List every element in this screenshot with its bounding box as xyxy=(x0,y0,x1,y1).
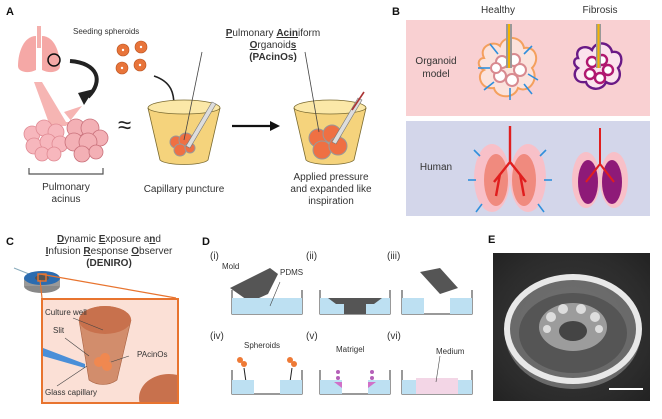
acinus-illustration xyxy=(23,82,109,163)
device-photo xyxy=(493,253,650,401)
title-text: d xyxy=(155,234,161,245)
title-letter: O xyxy=(131,246,140,257)
expanded-label-line2: and expanded like xyxy=(290,184,372,195)
step-iii-label: (iii) xyxy=(387,251,401,262)
title-text: ynamic xyxy=(64,234,99,245)
title-text: esponse xyxy=(90,246,132,257)
panel-c-letter: C xyxy=(6,236,14,248)
lungs-icon xyxy=(18,26,61,73)
title-text: ulmonary xyxy=(232,28,277,39)
pacinos-title-line3: (PAcinOs) xyxy=(249,52,297,63)
culture-well-illustration xyxy=(43,306,177,402)
culture-cup-expanded xyxy=(293,91,367,165)
pdms-label: PDMS xyxy=(280,268,304,277)
title-letter: E xyxy=(98,234,106,245)
culture-well-label: Culture well xyxy=(45,308,87,317)
organoid-row-label-2: model xyxy=(422,69,450,80)
col-healthy-label: Healthy xyxy=(481,5,515,16)
human-row-label: Human xyxy=(419,162,453,173)
deniro-inset: Culture well Slit PAcinOs Glass capillar… xyxy=(41,298,179,404)
deniro-device-icon xyxy=(13,267,60,293)
zoom-lines xyxy=(39,273,177,299)
mold-label: Mold xyxy=(222,262,240,271)
deniro-title-line1: Dynamic Exposure and xyxy=(24,234,194,246)
step-vi-label: (vi) xyxy=(387,331,401,342)
acinus-bracket xyxy=(28,168,104,175)
deniro-title-line2: Infusion Response Observer xyxy=(24,246,194,258)
title-letter: n xyxy=(149,234,156,245)
title-letter-o: O xyxy=(249,40,258,51)
pacinos-title-line1: Pulmonary Aciniform xyxy=(198,28,348,40)
title-text: xposure a xyxy=(105,234,150,245)
expanded-label-line1: Applied pressure xyxy=(293,172,369,183)
title-letter: I xyxy=(45,246,49,257)
title-text: iform xyxy=(298,28,321,39)
step-ii-label: (ii) xyxy=(306,251,318,262)
title-letter-p: P xyxy=(225,28,233,39)
title-letter: R xyxy=(83,246,91,257)
step-i-diagram xyxy=(230,268,303,315)
step-iii-diagram xyxy=(401,268,473,315)
healthy-human-lungs xyxy=(468,126,552,213)
step-v-diagram xyxy=(319,370,391,395)
step-ii-diagram xyxy=(319,290,391,315)
seeding-label: Seeding spheroids xyxy=(73,27,140,36)
acinus-label-line1: Pulmonary xyxy=(42,182,90,193)
pacinos-pointer-line-2 xyxy=(304,51,320,133)
step-i-label: (i) xyxy=(210,251,219,262)
title-text: rganoid xyxy=(257,40,291,51)
panel-b-letter: B xyxy=(392,6,400,18)
pacinos-label: PAcinOs xyxy=(137,350,168,359)
pacinos-title-line2: Organoids xyxy=(198,40,348,52)
petri-dish-photo xyxy=(504,274,643,390)
glass-capillary-label: Glass capillary xyxy=(45,388,98,397)
title-letters-acin: Acin xyxy=(276,28,298,39)
step-iv-label: (iv) xyxy=(210,331,224,342)
step-v-label: (v) xyxy=(306,331,318,342)
fibrosis-human-lungs xyxy=(572,128,628,208)
step-iv-diagram xyxy=(231,357,303,395)
fibrosis-organoid-illustration xyxy=(573,24,623,90)
healthy-organoid-illustration xyxy=(477,24,539,100)
pacinos-title: Pulmonary Aciniform Organoids (PAcinOs) xyxy=(198,28,348,64)
panel-a-letter: A xyxy=(6,6,14,18)
process-arrow-icon xyxy=(232,121,280,131)
culture-cup-puncture xyxy=(147,99,221,165)
organoid-row-label-1: Organoid xyxy=(415,56,457,67)
curved-arrow-icon xyxy=(69,59,99,105)
panel-d-letter: D xyxy=(202,236,210,248)
spheroids-icon xyxy=(115,40,148,75)
spheroids-label: Spheroids xyxy=(244,341,281,350)
title-letter-s: s xyxy=(290,40,297,51)
slit-label: Slit xyxy=(53,326,65,335)
title-text: bserver xyxy=(139,246,173,257)
title-letter: D xyxy=(57,234,65,245)
deniro-title: Dynamic Exposure and Infusion Response O… xyxy=(24,234,194,270)
expanded-label-line3: inspiration xyxy=(308,196,354,207)
step-vi-diagram xyxy=(401,355,473,395)
approx-symbol: ≈ xyxy=(118,112,132,139)
puncture-label: Capillary puncture xyxy=(143,184,225,195)
matrigel-label: Matrigel xyxy=(336,345,365,354)
deniro-title-line3: (DENIRO) xyxy=(86,258,132,269)
title-text: nfusion xyxy=(48,246,84,257)
medium-label: Medium xyxy=(436,347,465,356)
acinus-label-line2: acinus xyxy=(51,194,81,205)
col-fibrosis-label: Fibrosis xyxy=(582,5,618,16)
panel-e-letter: E xyxy=(488,234,496,246)
pacinos-pointer-line xyxy=(183,51,203,141)
